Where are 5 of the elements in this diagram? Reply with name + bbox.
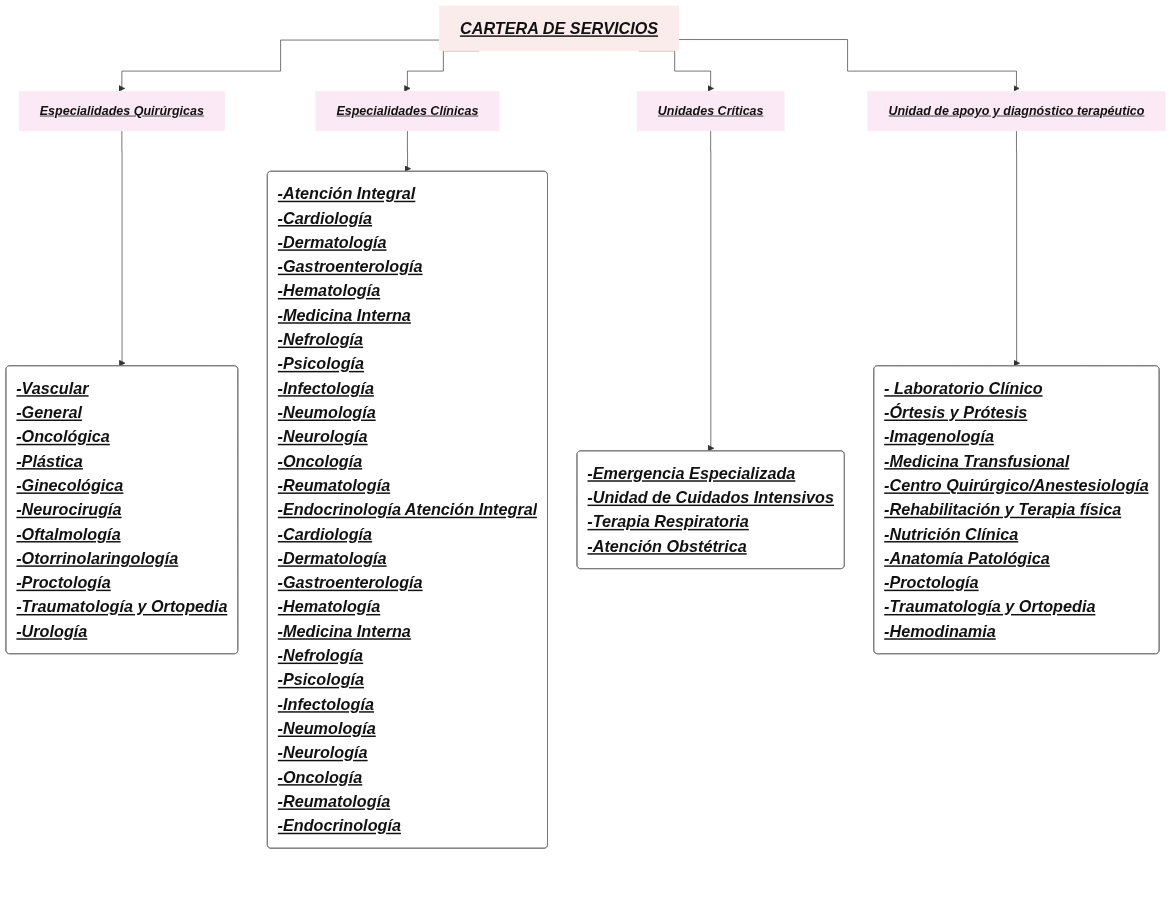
node-box: Unidades Críticas <box>636 90 785 132</box>
node-box: Unidad de apoyo y diagnóstico terapéutico <box>867 90 1166 132</box>
node-box: CARTERA DE SERVICIOS <box>439 5 680 52</box>
node-box: Especialidades Quirúrgicas <box>18 90 225 132</box>
node-box: Especialidades Clínicas <box>315 90 500 132</box>
